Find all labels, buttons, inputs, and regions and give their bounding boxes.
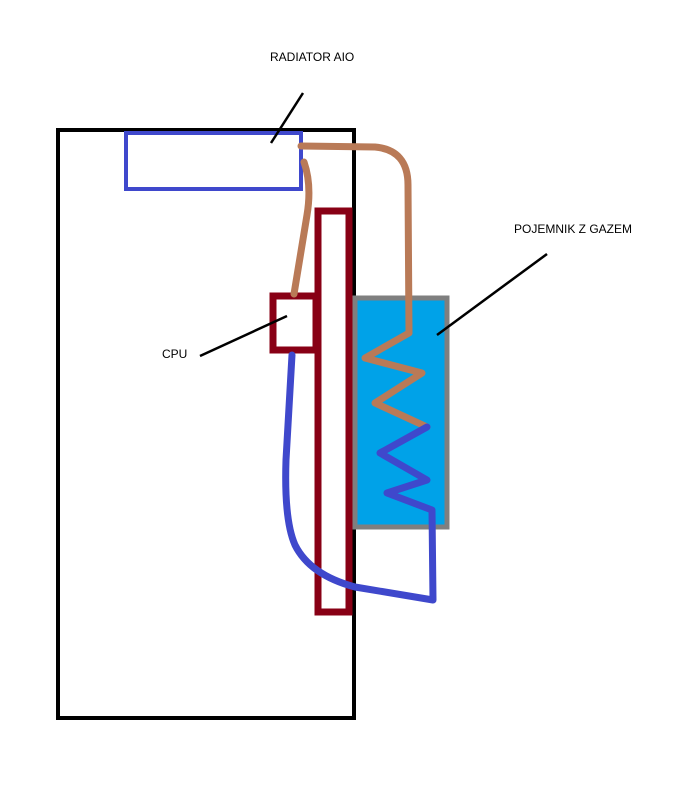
hot-pipe-to-container [297, 142, 431, 431]
hot-pipe-cpu-to-radiator [290, 158, 313, 298]
cpu-block [269, 292, 320, 354]
motherboard [314, 207, 353, 616]
radiator-label: RADIATOR AIO [270, 50, 355, 64]
container-pointer-line [436, 252, 548, 337]
cpu-pointer-line [199, 314, 288, 358]
cold-pipe [282, 351, 437, 604]
container-label: POJEMNIK Z GAZEM [514, 222, 633, 236]
cpu-label: CPU [162, 347, 188, 361]
radiator-aio [124, 131, 303, 191]
radiator-pointer-line [269, 92, 305, 144]
